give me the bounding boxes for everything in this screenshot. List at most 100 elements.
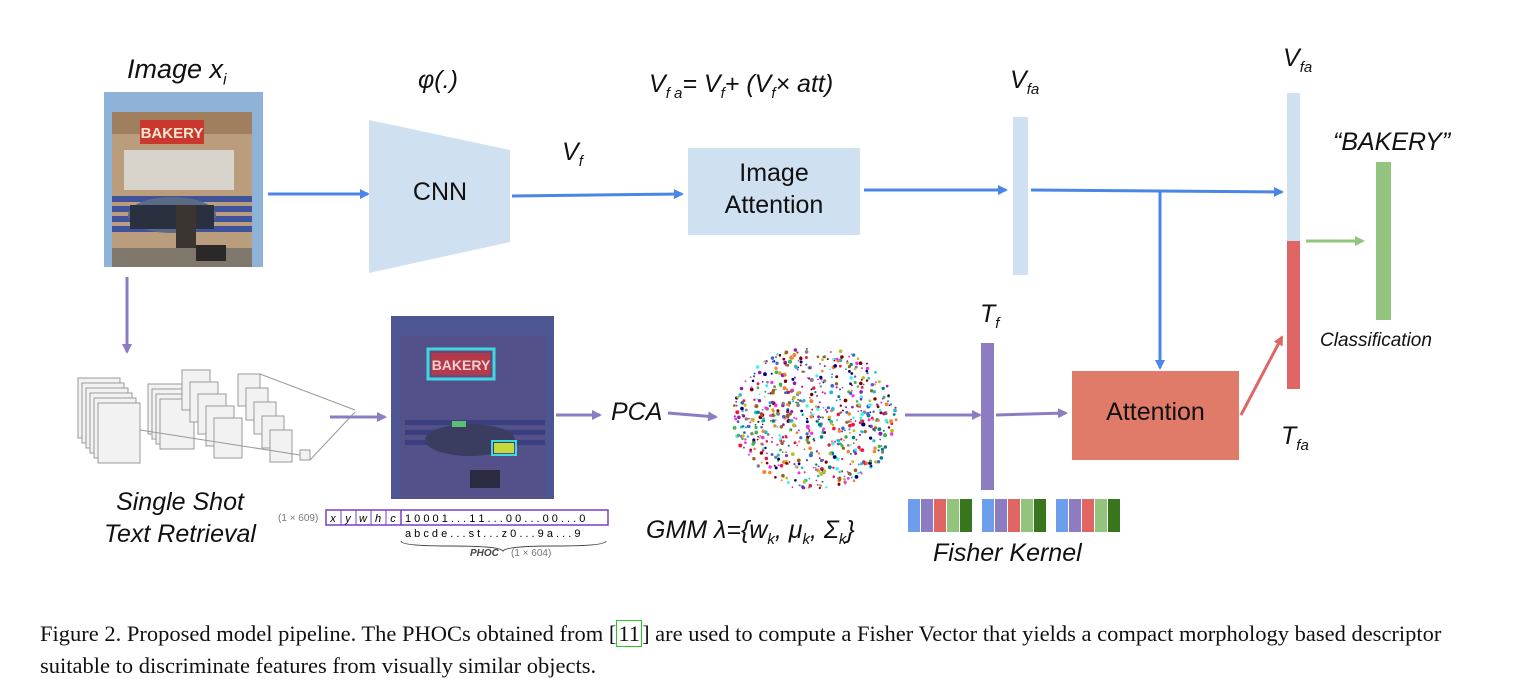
gmm-point bbox=[778, 434, 781, 437]
gmm-point bbox=[867, 418, 871, 422]
gmm-point bbox=[779, 425, 784, 429]
gmm-point bbox=[862, 461, 864, 464]
gmm-point bbox=[872, 410, 875, 413]
gmm-point bbox=[775, 353, 779, 356]
gmm-point bbox=[761, 380, 764, 383]
gmm-point bbox=[758, 436, 761, 439]
gmm-point bbox=[740, 401, 743, 404]
gmm-point bbox=[770, 390, 775, 395]
gmm-point bbox=[818, 486, 821, 490]
gmm-point bbox=[874, 371, 877, 374]
caption-citation-link[interactable]: 11 bbox=[616, 620, 643, 647]
gmm-point bbox=[796, 351, 799, 354]
gmm-point bbox=[877, 444, 881, 448]
gmm-point bbox=[851, 435, 856, 440]
gmm-point bbox=[819, 401, 821, 404]
gmm-point bbox=[781, 401, 785, 406]
tf-feature-bar bbox=[981, 343, 994, 490]
gmm-point bbox=[797, 462, 801, 466]
gmm-point bbox=[805, 438, 809, 442]
gmm-point bbox=[878, 409, 882, 412]
gmm-point bbox=[781, 435, 785, 439]
gmm-point bbox=[817, 422, 822, 427]
gmm-point bbox=[770, 356, 775, 360]
phoc-cell-h: h bbox=[375, 513, 381, 525]
phoc-cell-c: c bbox=[390, 513, 396, 525]
gmm-point bbox=[829, 368, 831, 371]
gmm-point bbox=[825, 410, 829, 414]
gmm-point bbox=[756, 438, 759, 441]
gmm-point bbox=[732, 426, 737, 430]
gmm-point bbox=[814, 467, 817, 469]
gmm-point bbox=[831, 373, 833, 376]
gmm-point bbox=[822, 427, 826, 431]
gmm-point bbox=[774, 466, 778, 470]
gmm-point bbox=[786, 390, 791, 394]
gmm-point bbox=[865, 362, 868, 365]
gmm-point bbox=[836, 438, 841, 443]
phoc-bits: 1 0 0 0 1 . . . 1 1 . . . 0 0 . . . 0 0 … bbox=[405, 513, 585, 525]
gmm-point bbox=[846, 471, 849, 473]
gmm-point bbox=[804, 356, 808, 359]
formula-vfa: V bbox=[649, 70, 666, 98]
gmm-point bbox=[832, 455, 837, 459]
gmm-point bbox=[866, 411, 870, 416]
gmm-point bbox=[828, 452, 833, 456]
gmm-point bbox=[768, 404, 771, 407]
gmm-point bbox=[875, 419, 878, 422]
gmm-point bbox=[884, 402, 889, 407]
concat-vfa-segment bbox=[1287, 93, 1300, 241]
gmm-point bbox=[852, 442, 855, 445]
gmm-point bbox=[848, 370, 851, 373]
gmm-point bbox=[872, 449, 877, 454]
gmm-point bbox=[775, 388, 777, 391]
phoc-cell-w: w bbox=[359, 513, 368, 525]
gmm-point bbox=[819, 362, 821, 365]
concat-vfa-label-text: V bbox=[1283, 44, 1300, 72]
gmm-point bbox=[840, 444, 844, 448]
gmm-point bbox=[808, 430, 811, 433]
gmm-point bbox=[806, 435, 810, 439]
fisher-bar bbox=[1021, 499, 1033, 532]
gmm-point bbox=[843, 439, 845, 442]
gmm-point bbox=[797, 471, 801, 475]
gmm-point bbox=[784, 391, 787, 395]
gmm-point bbox=[872, 418, 875, 421]
gmm-point bbox=[800, 409, 804, 413]
gmm-point bbox=[808, 435, 811, 438]
gmm-point bbox=[771, 360, 775, 363]
gmm-point bbox=[737, 415, 741, 420]
gmm-point bbox=[847, 365, 852, 369]
gmm-point bbox=[860, 386, 864, 389]
gmm-point bbox=[788, 359, 792, 364]
gmm-point bbox=[806, 348, 808, 350]
gmm-point bbox=[769, 414, 772, 417]
gmm-point bbox=[818, 382, 821, 385]
gmm-point bbox=[800, 466, 804, 470]
gmm-point bbox=[738, 443, 743, 448]
gmm-point bbox=[868, 403, 872, 407]
gmm-point bbox=[796, 391, 800, 395]
gmm-point bbox=[788, 420, 791, 423]
gmm-point bbox=[797, 398, 800, 401]
image-label-text: Image x bbox=[127, 54, 224, 84]
arrow-vfa-to-concat bbox=[1030, 186, 1284, 197]
arrow-pca-to-gmm bbox=[667, 411, 718, 422]
gmm-point bbox=[851, 384, 853, 387]
gmm-point bbox=[838, 428, 841, 430]
gmm-point bbox=[746, 424, 751, 428]
gmm-point bbox=[853, 375, 857, 378]
gmm-point bbox=[862, 383, 865, 386]
gmm-point bbox=[883, 433, 888, 438]
gmm-point bbox=[751, 379, 755, 383]
gmm-point bbox=[840, 438, 843, 441]
gmm-point bbox=[856, 385, 860, 388]
gmm-point bbox=[816, 407, 820, 411]
gmm-point bbox=[843, 478, 846, 481]
pca-label: PCA bbox=[611, 398, 663, 426]
gmm-mu: , μ bbox=[774, 516, 803, 544]
tfa-label-text: T bbox=[1281, 422, 1297, 450]
gmm-point bbox=[876, 460, 881, 464]
gmm-point bbox=[810, 431, 814, 435]
gmm-point bbox=[810, 392, 814, 397]
